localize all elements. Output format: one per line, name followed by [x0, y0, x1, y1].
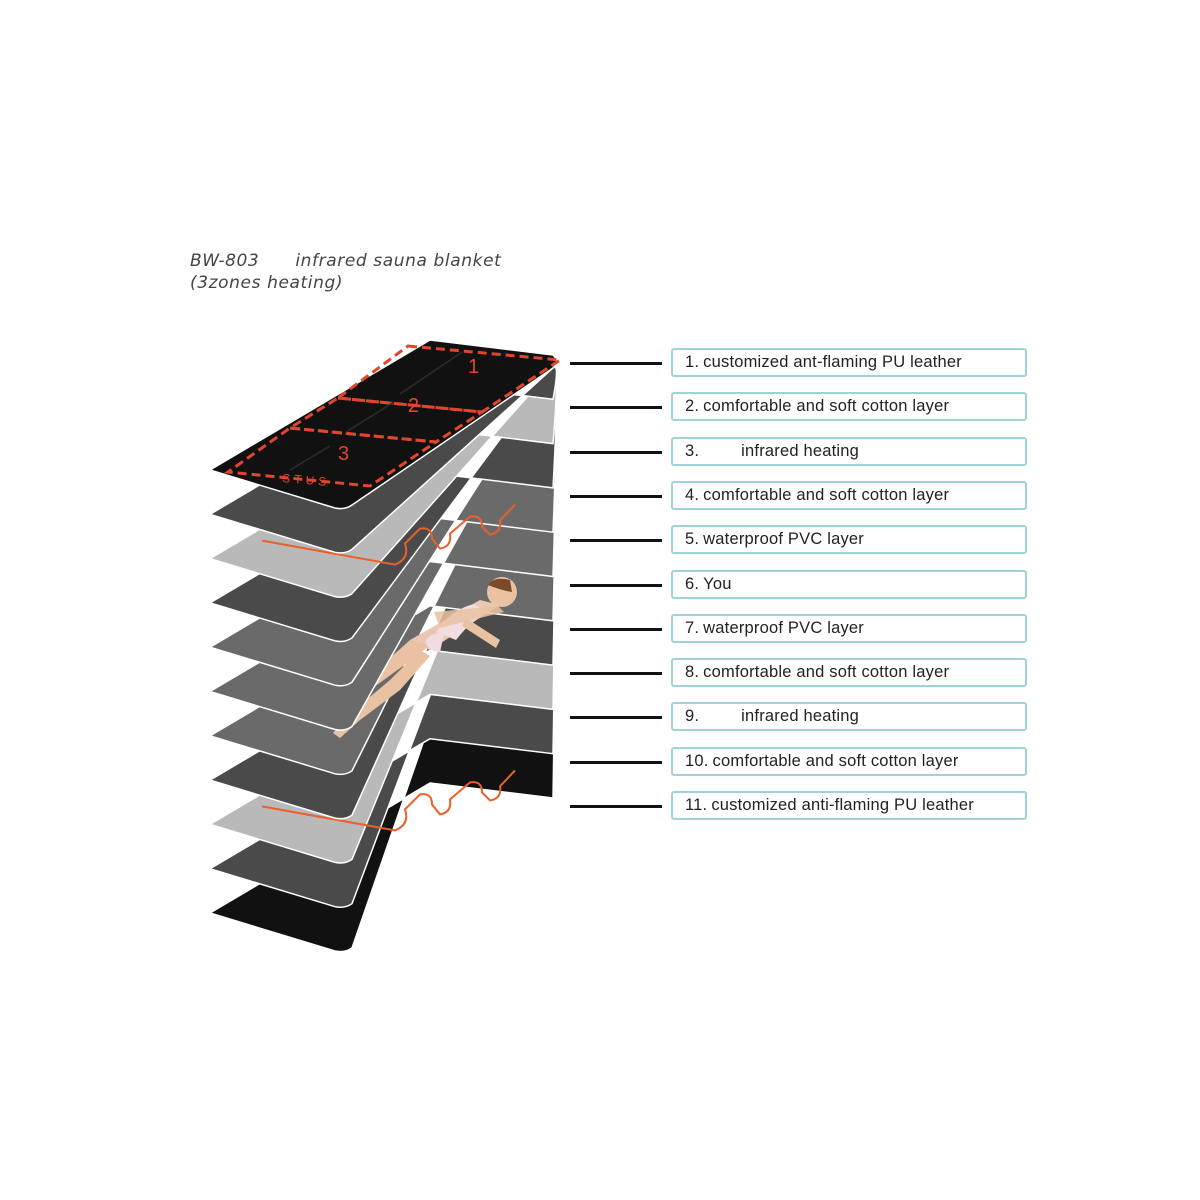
callout-label: infrared heating	[741, 441, 860, 460]
callout-number: 11.	[685, 796, 708, 814]
callout-leader-line	[570, 450, 662, 454]
callout-label: customized ant-flaming PU leather	[703, 353, 962, 371]
heating-wire	[261, 503, 516, 566]
callout-leader-line	[570, 805, 662, 808]
callout-leader-line	[570, 672, 662, 676]
callout-number: 4.	[685, 485, 700, 504]
heating-wire	[261, 769, 516, 832]
callout-label: waterproof PVC layer	[703, 530, 864, 549]
callout-leader-line	[570, 760, 662, 764]
zone-label-2: 2	[408, 395, 419, 417]
zone-markers: 1 2 3 STUS	[223, 344, 565, 489]
callout-number: 10.	[685, 751, 709, 770]
diagram-subtitle: (3zones heating)	[190, 273, 344, 293]
model-number: BW-803	[190, 251, 260, 271]
callout-leader-line	[570, 362, 662, 365]
callout-label: waterproof PVC layer	[703, 618, 864, 637]
callout-label: comfortable and soft cotton layer	[703, 663, 950, 682]
callout-number: 6.	[685, 574, 700, 593]
callout-number: 9.	[685, 707, 700, 726]
callout-layer-11: 11.customized anti-flaming PU leather	[671, 791, 1027, 820]
callout-leader-line	[570, 406, 662, 410]
callout-layer-4: 4.comfortable and soft cotton layer	[671, 480, 1027, 510]
callout-layer-10: 10.comfortable and soft cotton layer	[671, 746, 1027, 776]
callout-layer-8: 8.comfortable and soft cotton layer	[671, 658, 1027, 688]
callout-label: comfortable and soft cotton layer	[703, 485, 950, 504]
zone-label-1: 1	[468, 356, 479, 378]
callout-leader-line	[570, 539, 662, 543]
callout-number: 3.	[685, 441, 700, 460]
callout-layer-5: 5.waterproof PVC layer	[671, 525, 1027, 555]
callout-leader-line	[570, 716, 662, 720]
callout-leader-line	[570, 627, 662, 631]
callout-label: You	[703, 574, 732, 593]
callout-number: 8.	[685, 663, 700, 682]
zone-label-3: 3	[338, 443, 349, 465]
callout-layer-7: 7.waterproof PVC layer	[671, 613, 1027, 643]
callout-leader-line	[570, 494, 662, 498]
product-name: infrared sauna blanket	[295, 251, 502, 271]
callout-label: comfortable and soft cotton layer	[712, 751, 959, 770]
callout-label: customized anti-flaming PU leather	[711, 796, 974, 814]
callout-layer-6: 6.You	[671, 569, 1027, 599]
callout-layer-3: 3. infrared heating	[671, 436, 1027, 466]
callout-layer-2: 2.comfortable and soft cotton layer	[671, 392, 1027, 422]
brand-logo: STUS	[282, 471, 331, 489]
callout-number: 1.	[685, 353, 700, 371]
callout-number: 7.	[685, 618, 700, 637]
callout-layer-1: 1.customized ant-flaming PU leather	[671, 348, 1027, 377]
callout-layer-9: 9. infrared heating	[671, 702, 1027, 732]
callout-number: 5.	[685, 530, 700, 549]
callout-label: infrared heating	[741, 707, 860, 726]
diagram-title: BW-803 infrared sauna blanket (3zones hea…	[190, 250, 501, 294]
callout-leader-line	[570, 583, 662, 587]
callout-label: comfortable and soft cotton layer	[703, 397, 950, 416]
callout-number: 2.	[685, 397, 700, 416]
